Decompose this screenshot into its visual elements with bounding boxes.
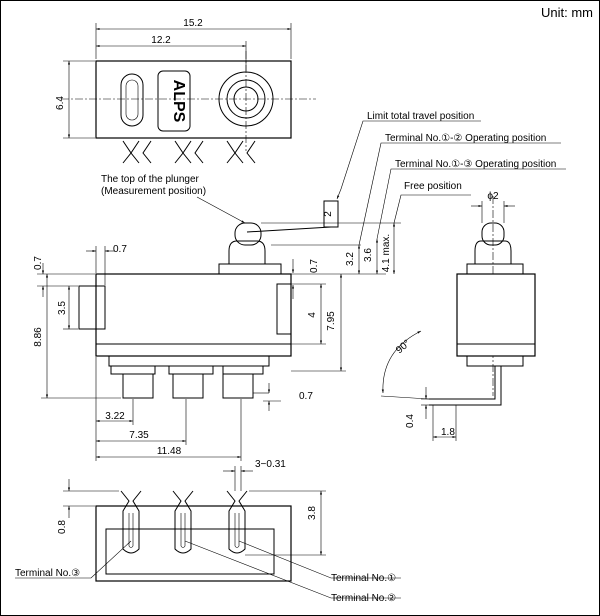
dim-travel-32: 3.2 <box>345 252 356 266</box>
label-terminal-12-operating: Terminal No.①-② Operating position <box>385 133 546 144</box>
dim-tab-4: 4 <box>307 312 318 318</box>
side-terminals <box>110 365 264 399</box>
dim-18: 1.8 <box>441 427 455 438</box>
dim-travel-41max: 4.1 max. <box>381 234 392 272</box>
end-view-terminal <box>429 366 496 400</box>
dim-plunger-dia: ϕ2 <box>487 191 499 202</box>
base-plate <box>108 355 270 367</box>
side-view: 2 The top of the plunger (Measurement po… <box>33 111 566 461</box>
bottom-view: 3−0.31 0.8 3.8 Terminal No.③ Terminal No… <box>15 459 401 604</box>
lever <box>246 226 332 233</box>
label-limit-travel: Limit total travel position <box>367 111 474 122</box>
end-view-plunger <box>481 222 505 246</box>
plunger-outer-circle <box>218 71 274 127</box>
plunger-top-label-line2: (Measurement position) <box>101 186 206 197</box>
dim-angle-90: 90° <box>394 338 413 356</box>
end-view-collar <box>466 263 524 275</box>
dim-w-735: 7.35 <box>129 430 149 441</box>
dim-height-795: 7.95 <box>326 311 337 331</box>
top-view: ALPS 15.2 12.2 6.4 <box>55 18 316 164</box>
dim-offset-07-d: 0.7 <box>299 391 313 402</box>
terminal-clip-2 <box>172 490 194 554</box>
dim-offset-07-c: 0.7 <box>309 259 320 273</box>
dim-offset-07-a: 0.7 <box>113 244 127 255</box>
dim-lever-width: 2 <box>323 211 334 217</box>
dim-term-spacing: 3−0.31 <box>255 459 286 470</box>
plunger-top-label-line1: The top of the plunger <box>101 174 200 185</box>
oval-slot-inner <box>125 79 139 121</box>
dim-top-inner: 12.2 <box>151 35 171 46</box>
top-view-terminals <box>122 140 256 164</box>
bottom-view-inner <box>105 528 275 575</box>
end-view-base-plate <box>466 355 524 367</box>
oval-slot <box>120 73 144 127</box>
dim-w-322: 3.22 <box>105 411 125 422</box>
left-tab <box>78 285 106 330</box>
plunger-collar <box>218 263 282 275</box>
dim-04: 0.4 <box>405 414 416 428</box>
end-view: ϕ2 90° 0.4 1.8 <box>380 191 536 441</box>
terminal-clip-3 <box>120 490 142 554</box>
lever-tip <box>323 200 339 228</box>
dim-travel-36: 3.6 <box>363 248 374 262</box>
label-terminal-2: Terminal No.② <box>331 593 396 604</box>
bottom-view-body <box>95 505 292 582</box>
label-terminal-13-operating: Terminal No.①-③ Operating position <box>395 159 556 170</box>
plunger-mid-circle <box>226 79 266 119</box>
dim-38: 3.8 <box>307 506 318 520</box>
dim-08: 0.8 <box>57 520 68 534</box>
terminal-clip-1 <box>226 490 248 554</box>
alps-logo-text: ALPS <box>170 80 187 123</box>
label-free-position: Free position <box>404 181 462 192</box>
dim-height-886: 8.86 <box>33 327 44 347</box>
end-view-boss <box>474 240 512 264</box>
unit-label: Unit: mm <box>541 5 593 20</box>
label-terminal-3: Terminal No.③ <box>15 568 80 579</box>
plunger <box>234 222 262 246</box>
dim-w-1148: 11.48 <box>157 446 182 457</box>
plunger-inner-circle <box>233 86 259 112</box>
top-view-body <box>95 60 292 139</box>
dim-top-width: 15.2 <box>183 18 203 29</box>
plunger-boss <box>228 240 266 264</box>
dim-top-height: 6.4 <box>55 96 66 110</box>
dim-tab-35: 3.5 <box>57 301 68 315</box>
dim-offset-07-b: 0.7 <box>33 256 44 270</box>
right-tab <box>276 283 292 335</box>
label-terminal-1: Terminal No.① <box>331 573 396 584</box>
logo-box <box>157 70 191 132</box>
